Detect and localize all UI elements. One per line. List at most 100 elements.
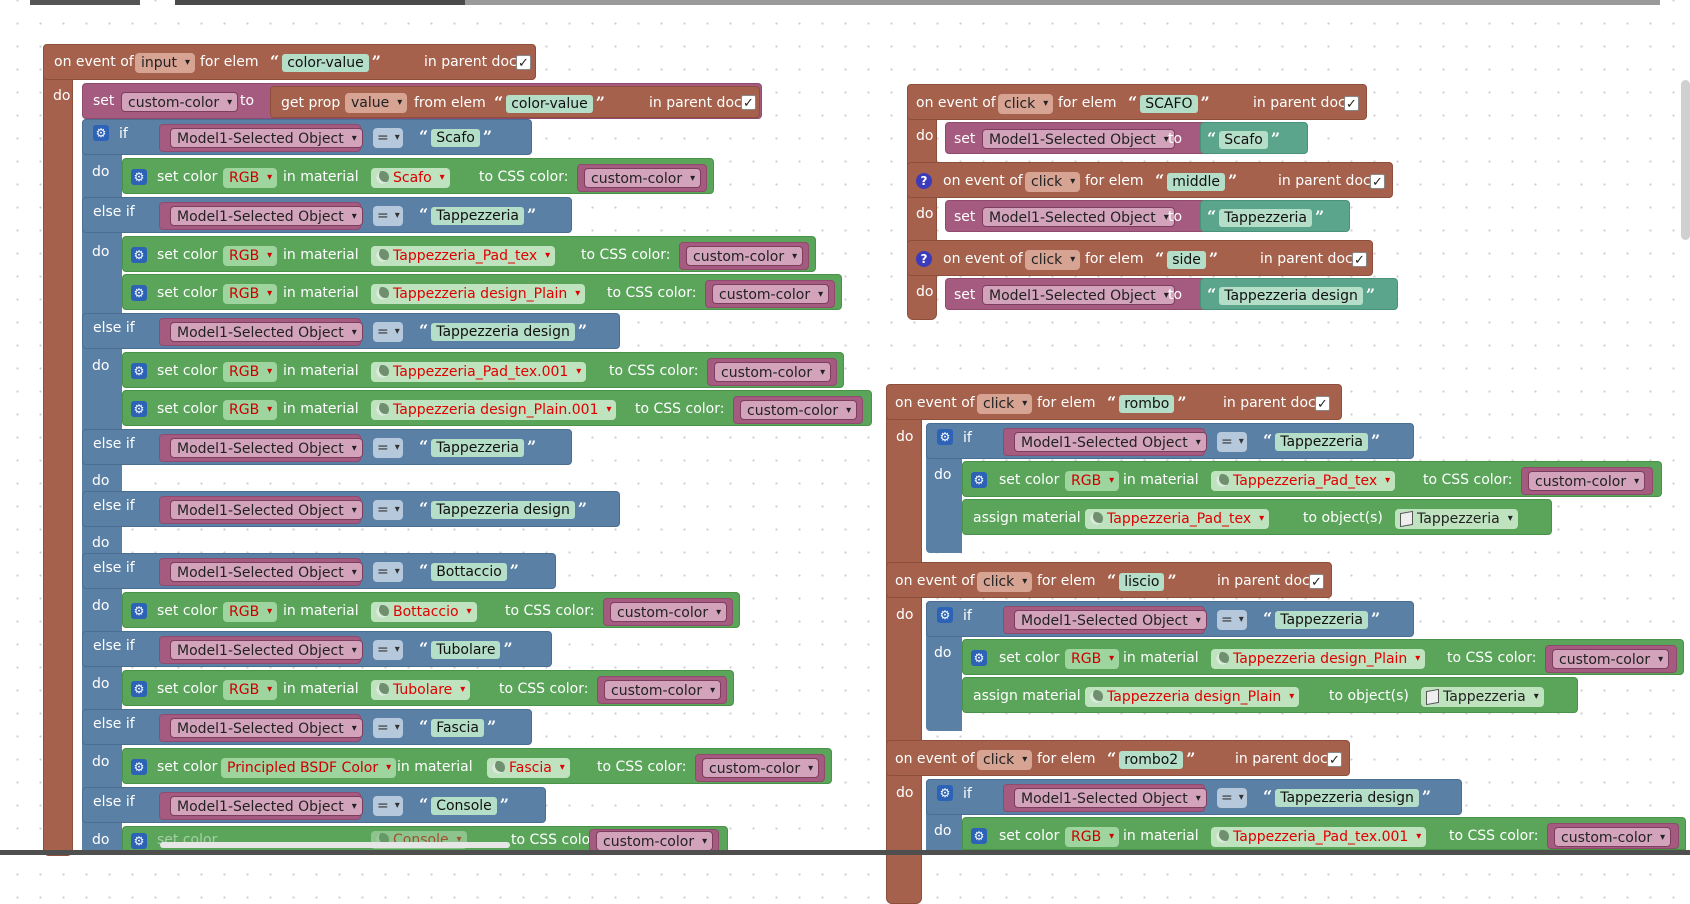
condition-string[interactable]: “Tubolare” xyxy=(419,639,513,659)
condition-string[interactable]: “Bottaccio” xyxy=(419,561,519,581)
gear-icon[interactable]: ⚙ xyxy=(93,125,109,141)
elem-id-string[interactable]: “liscio” xyxy=(1107,571,1177,591)
parent-doc-checkbox[interactable]: ✓ xyxy=(1352,252,1367,268)
condition-variable[interactable]: Model1-Selected Object xyxy=(159,434,363,462)
color-mode-dropdown[interactable]: RGB xyxy=(1065,471,1120,491)
set-color-block[interactable]: ⚙ set color RGB in material Tappezzeria_… xyxy=(962,461,1662,497)
else-if-row[interactable]: else if Model1-Selected Object = “Bottac… xyxy=(82,553,556,589)
parent-doc-checkbox[interactable]: ✓ xyxy=(741,95,756,111)
material-dropdown[interactable]: Tappezzeria_Pad_tex.001 xyxy=(1211,827,1427,847)
rombo-click-event-block[interactable] xyxy=(886,384,922,904)
css-color-variable[interactable]: custom-color xyxy=(577,164,707,192)
gear-icon[interactable]: ⚙ xyxy=(131,759,147,775)
condition-string[interactable]: “Scafo” xyxy=(419,127,493,147)
else-if-row[interactable]: else if Model1-Selected Object = “Tappez… xyxy=(82,491,620,527)
condition-string[interactable]: “Tappezzeria” xyxy=(1263,431,1381,451)
elem-id-string[interactable]: “side” xyxy=(1155,249,1219,269)
else-if-row[interactable]: else if Model1-Selected Object = “Fascia… xyxy=(82,709,532,745)
variable-dropdown[interactable]: Model1-Selected Object xyxy=(982,285,1175,306)
color-mode-dropdown[interactable]: RGB xyxy=(1065,649,1120,669)
event-type-dropdown[interactable]: input xyxy=(135,53,196,73)
gear-icon[interactable]: ⚙ xyxy=(971,828,987,844)
compare-dropdown[interactable]: = xyxy=(373,500,403,520)
compare-dropdown[interactable]: = xyxy=(373,562,403,582)
parent-doc-checkbox[interactable]: ✓ xyxy=(1327,752,1342,768)
scafo-click-event-block[interactable] xyxy=(907,84,937,320)
color-mode-dropdown[interactable]: Principled BSDF Color xyxy=(221,758,397,778)
condition-string[interactable]: “Tappezzeria design” xyxy=(419,321,588,341)
compare-dropdown[interactable]: = xyxy=(373,128,403,148)
material-dropdown[interactable]: Tappezzeria design_Plain xyxy=(1085,687,1300,707)
color-mode-dropdown[interactable]: RGB xyxy=(223,362,278,382)
variable-dropdown[interactable]: Model1-Selected Object xyxy=(982,129,1175,150)
variable-dropdown[interactable]: custom-color xyxy=(121,92,239,113)
material-dropdown[interactable]: Tappezzeria_Pad_tex xyxy=(371,246,556,266)
elem-id-string[interactable]: “color-value” xyxy=(270,52,381,72)
compare-dropdown[interactable]: = xyxy=(373,718,403,738)
object-dropdown[interactable]: Tappezzeria xyxy=(1395,509,1518,529)
gear-icon[interactable]: ⚙ xyxy=(131,681,147,697)
condition-variable[interactable]: Model1-Selected Object xyxy=(1003,784,1207,812)
css-color-variable[interactable]: custom-color xyxy=(589,829,719,853)
parent-doc-checkbox[interactable]: ✓ xyxy=(1344,96,1359,112)
drag-scrollbar[interactable] xyxy=(160,842,510,848)
parent-doc-checkbox[interactable]: ✓ xyxy=(1315,396,1330,412)
condition-string[interactable]: “Tappezzeria” xyxy=(1263,609,1381,629)
material-dropdown[interactable]: Tappezzeria_Pad_tex xyxy=(1085,509,1270,529)
if-row[interactable]: ⚙ if Model1-Selected Object = “Tappezzer… xyxy=(926,779,1462,815)
condition-variable[interactable]: Model1-Selected Object xyxy=(159,714,363,742)
assign-material-block[interactable]: assign material Tappezzeria_Pad_tex to o… xyxy=(962,499,1552,535)
condition-string[interactable]: “Console” xyxy=(419,795,509,815)
elem-id-string[interactable]: “SCAFO” xyxy=(1128,93,1210,113)
gear-icon[interactable]: ⚙ xyxy=(937,785,953,801)
scafo-click-header[interactable]: on event of click for elem “SCAFO” in pa… xyxy=(907,84,1367,120)
condition-variable[interactable]: Model1-Selected Object xyxy=(159,558,363,586)
elem-id-string[interactable]: “rombo2” xyxy=(1107,749,1196,769)
condition-variable[interactable]: Model1-Selected Object xyxy=(1003,606,1207,634)
if-row[interactable]: ⚙ if Model1-Selected Object = “Scafo” xyxy=(82,119,532,155)
else-if-row[interactable]: else if Model1-Selected Object = “Tappez… xyxy=(82,197,572,233)
compare-dropdown[interactable]: = xyxy=(373,796,403,816)
set-color-block[interactable]: ⚙ set color Principled BSDF Color in mat… xyxy=(122,748,832,784)
event-type-dropdown[interactable]: click xyxy=(977,572,1033,592)
condition-string[interactable]: “Tappezzeria” xyxy=(419,205,537,225)
set-color-block[interactable]: ⚙ set color RGB in material Tappezzeria … xyxy=(122,274,842,310)
value-string[interactable]: “Tappezzeria” xyxy=(1200,200,1350,232)
if-row[interactable]: ⚙ if Model1-Selected Object = “Tappezzer… xyxy=(926,423,1414,459)
help-icon[interactable]: ? xyxy=(916,251,932,267)
gear-icon[interactable]: ⚙ xyxy=(937,607,953,623)
set-color-block[interactable]: ⚙ set color RGB in material Tubolare to … xyxy=(122,670,734,706)
css-color-variable[interactable]: custom-color xyxy=(603,598,733,626)
set-color-block[interactable]: ⚙ set color RGB in material Scafo to CSS… xyxy=(122,158,714,194)
gear-icon[interactable]: ⚙ xyxy=(131,603,147,619)
compare-dropdown[interactable]: = xyxy=(1217,610,1247,630)
liscio-click-header[interactable]: on event of click for elem “liscio” in p… xyxy=(886,562,1332,598)
gear-icon[interactable]: ⚙ xyxy=(131,247,147,263)
css-color-variable[interactable]: custom-color xyxy=(1545,645,1677,673)
gear-icon[interactable]: ⚙ xyxy=(971,650,987,666)
set-color-block[interactable]: ⚙ set color RGB in material Tappezzeria_… xyxy=(962,817,1686,850)
object-dropdown[interactable]: Tappezzeria xyxy=(1421,687,1544,707)
rombo-click-header[interactable]: on event of click for elem “rombo” in pa… xyxy=(886,384,1342,420)
color-mode-dropdown[interactable]: RGB xyxy=(223,400,278,420)
material-dropdown[interactable]: Scafo xyxy=(371,168,450,188)
color-mode-dropdown[interactable]: RGB xyxy=(223,168,278,188)
color-mode-dropdown[interactable]: RGB xyxy=(223,284,278,304)
side-click-header[interactable]: ? on event of click for elem “side” in p… xyxy=(907,240,1373,276)
set-color-block[interactable]: ⚙ set color RGB in material Tappezzeria … xyxy=(962,639,1684,675)
set-color-block[interactable]: ⚙ set color RGB in material Bottaccio to… xyxy=(122,592,740,628)
variable-dropdown[interactable]: Model1-Selected Object xyxy=(982,207,1175,228)
input-event-header[interactable]: on event of input for elem “color-value”… xyxy=(43,44,536,80)
css-color-variable[interactable]: custom-color xyxy=(679,242,809,270)
material-dropdown[interactable]: Tappezzeria_Pad_tex xyxy=(1211,471,1396,491)
css-color-variable[interactable]: custom-color xyxy=(1521,467,1653,495)
event-type-dropdown[interactable]: click xyxy=(1025,250,1081,270)
parent-doc-checkbox[interactable]: ✓ xyxy=(1309,574,1324,590)
set-color-block[interactable]: ⚙ set color RGB in material Tappezzeria_… xyxy=(122,352,844,388)
gear-icon[interactable]: ⚙ xyxy=(937,429,953,445)
if-row[interactable]: ⚙ if Model1-Selected Object = “Tappezzer… xyxy=(926,601,1414,637)
value-string[interactable]: “Scafo” xyxy=(1200,122,1308,154)
parent-doc-checkbox[interactable]: ✓ xyxy=(516,55,531,71)
gear-icon[interactable]: ⚙ xyxy=(131,169,147,185)
compare-dropdown[interactable]: = xyxy=(373,206,403,226)
